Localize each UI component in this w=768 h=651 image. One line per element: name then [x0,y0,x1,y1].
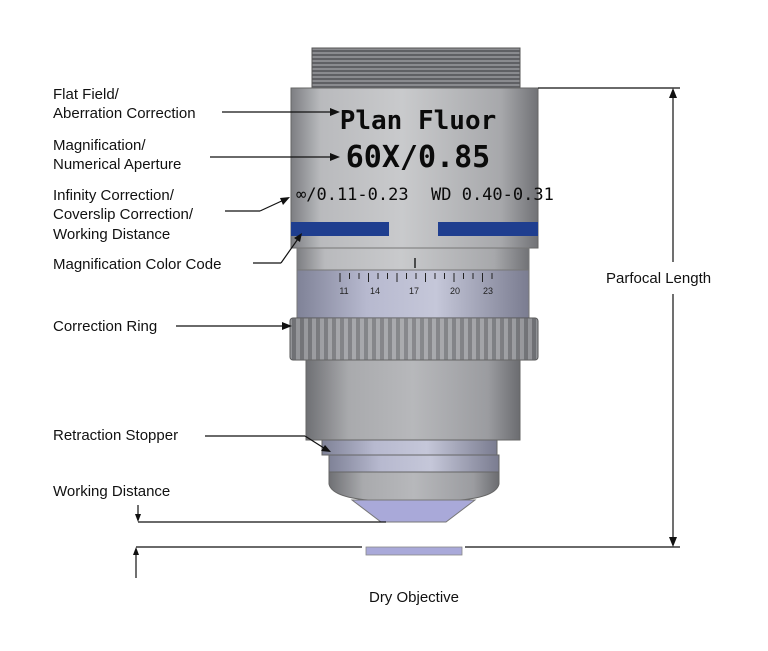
label-parfocal-length: Parfocal Length [606,270,711,287]
scale-tick-label: 20 [450,286,460,296]
working-distance-dimension [133,505,386,578]
label-retraction-stopper: Retraction Stopper [53,427,178,444]
engraving-line1: Plan Fluor [340,106,497,136]
retraction-stopper [321,439,500,473]
scale-tick-marks [339,273,493,282]
magnification-color-band-left [291,222,389,236]
coverslip [365,546,463,556]
label-working-distance: Working Distance [53,483,170,500]
front-lens [350,499,477,523]
label-working-distance-engraving: Working Distance [53,226,170,243]
magnification-color-band-right [438,222,538,236]
lower-barrel [305,359,521,441]
leader-arrowheads [280,108,340,452]
correction-scale-ring: 11 14 17 20 23 [296,247,530,319]
label-numerical-aperture: Numerical Aperture [53,156,181,173]
engraving-line2: 60X/0.85 [346,140,491,175]
engraving-line3-right: WD 0.40-0.31 [431,185,554,205]
label-correction-ring: Correction Ring [53,318,157,335]
nose-cone [328,471,500,523]
label-coverslip-correction: Coverslip Correction/ [53,206,194,223]
scale-tick-label: 23 [483,286,493,296]
scale-tick-label: 14 [370,286,380,296]
engraving-line3-left: ∞/0.11-0.23 [296,185,409,205]
correction-ring [289,317,539,361]
caption-dry-objective: Dry Objective [369,589,459,606]
label-aberration-correction: Aberration Correction [53,105,196,122]
label-magnification-color-code: Magnification Color Code [53,256,221,273]
parfocal-dimension [465,87,680,548]
label-infinity-correction: Infinity Correction/ [53,187,175,204]
label-magnification: Magnification/ [53,137,146,154]
thread-section [311,47,521,91]
scale-tick-label: 11 [339,286,348,296]
scale-tick-label: 17 [409,286,419,296]
label-flat-field: Flat Field/ [53,86,120,103]
